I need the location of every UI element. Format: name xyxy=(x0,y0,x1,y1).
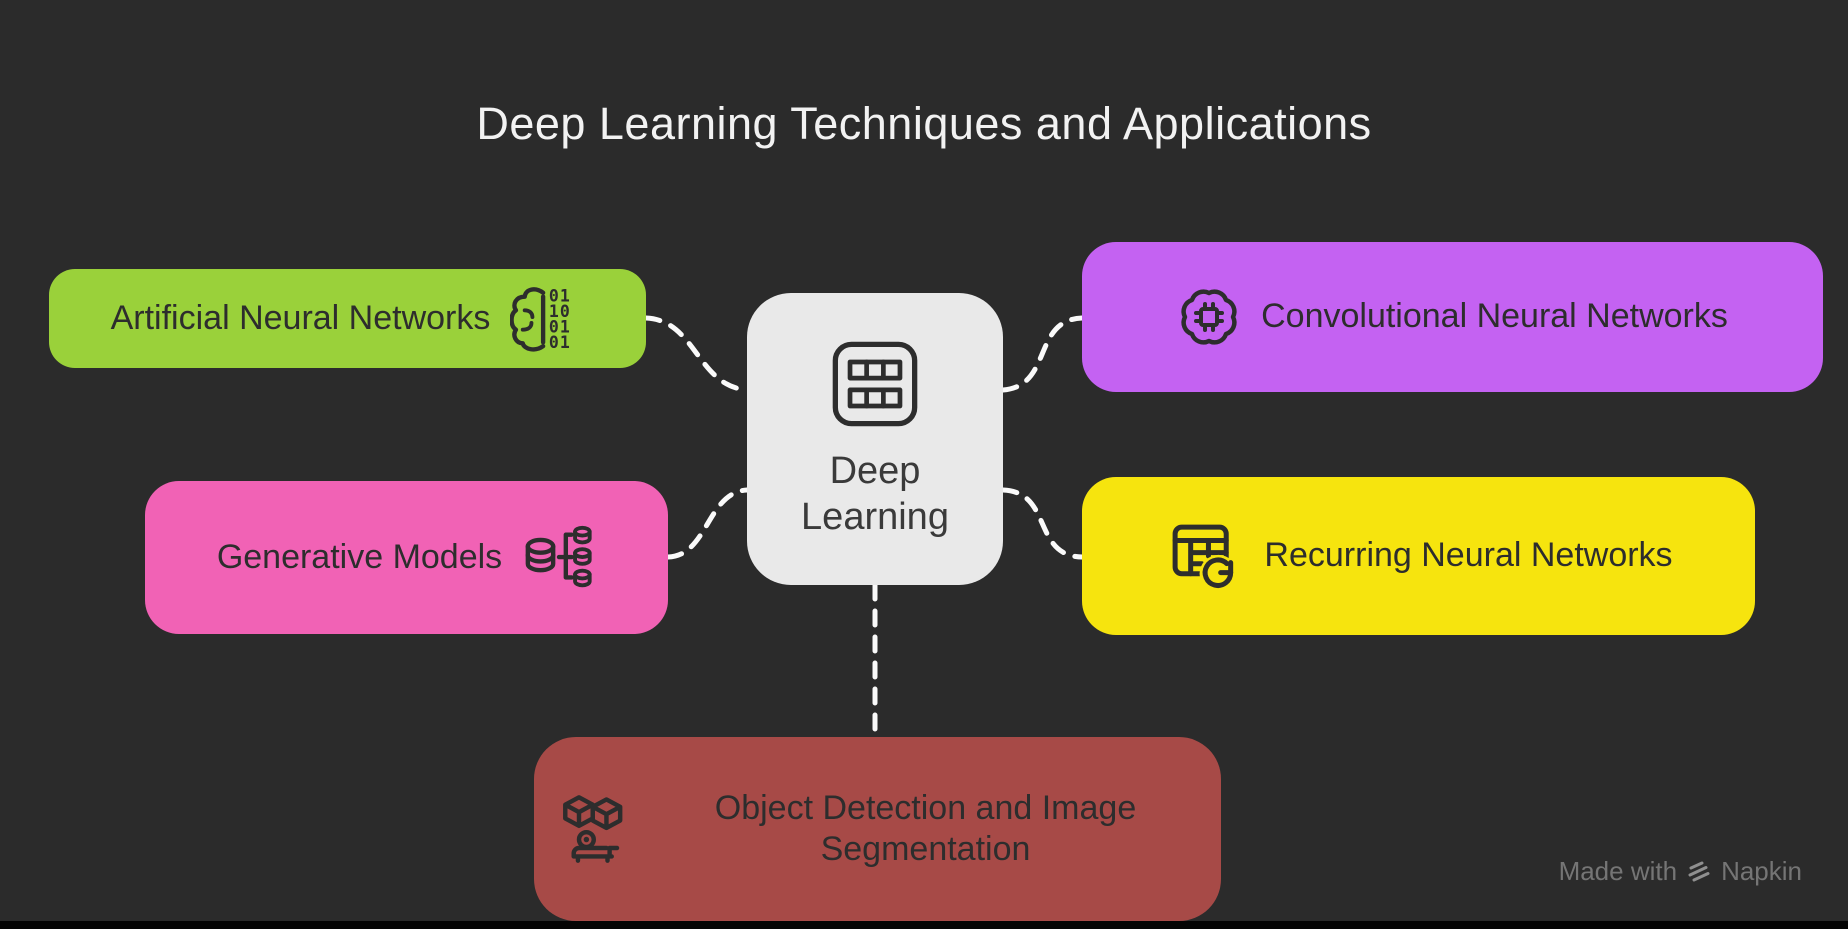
napkin-logo-icon xyxy=(1688,861,1710,881)
svg-text:01: 01 xyxy=(549,286,571,305)
bottom-edge-strip xyxy=(0,921,1848,929)
node-label: Deep Learning xyxy=(801,450,949,538)
svg-text:10: 10 xyxy=(549,302,571,321)
node-label: Convolutional Neural Networks xyxy=(1261,297,1728,336)
diagram-title[interactable]: Deep Learning Techniques and Application… xyxy=(476,98,1372,149)
node-artificial-neural-networks[interactable]: Artificial Neural Networks 01 10 01 01 xyxy=(49,269,646,368)
connector-center-cnn xyxy=(1000,315,1085,393)
brain-binary-icon: 01 10 01 01 xyxy=(510,286,571,352)
connector-center-rnn xyxy=(1000,487,1085,560)
node-label: Recurring Neural Networks xyxy=(1264,536,1673,575)
cubes-camera-icon xyxy=(563,795,623,863)
svg-text:01: 01 xyxy=(549,317,571,336)
node-deep-learning-center[interactable]: Deep Learning xyxy=(747,293,1003,585)
node-object-detection-image-segmentation[interactable]: Object Detection and Image Segmentation xyxy=(534,737,1221,921)
node-label: Generative Models xyxy=(216,537,503,576)
connector-gen-center xyxy=(665,487,750,560)
node-generative-models[interactable]: Generative Models xyxy=(145,481,668,634)
node-label: Object Detection and Image Segmentation xyxy=(714,788,1137,868)
brain-chip-icon xyxy=(1181,289,1237,345)
watermark-prefix: Made with xyxy=(1558,856,1678,886)
database-branch-icon xyxy=(525,525,592,587)
svg-text:01: 01 xyxy=(549,333,571,352)
node-recurring-neural-networks[interactable]: Recurring Neural Networks xyxy=(1082,477,1755,635)
grid-layers-icon xyxy=(832,342,918,427)
table-refresh-icon xyxy=(1173,524,1238,593)
node-convolutional-neural-networks[interactable]: Convolutional Neural Networks xyxy=(1082,242,1823,392)
node-label: Artificial Neural Networks xyxy=(110,298,491,337)
watermark-brand: Napkin xyxy=(1721,856,1802,886)
connector-ann-center xyxy=(643,315,750,393)
napkin-watermark[interactable]: Made with Napkin xyxy=(1559,856,1802,887)
